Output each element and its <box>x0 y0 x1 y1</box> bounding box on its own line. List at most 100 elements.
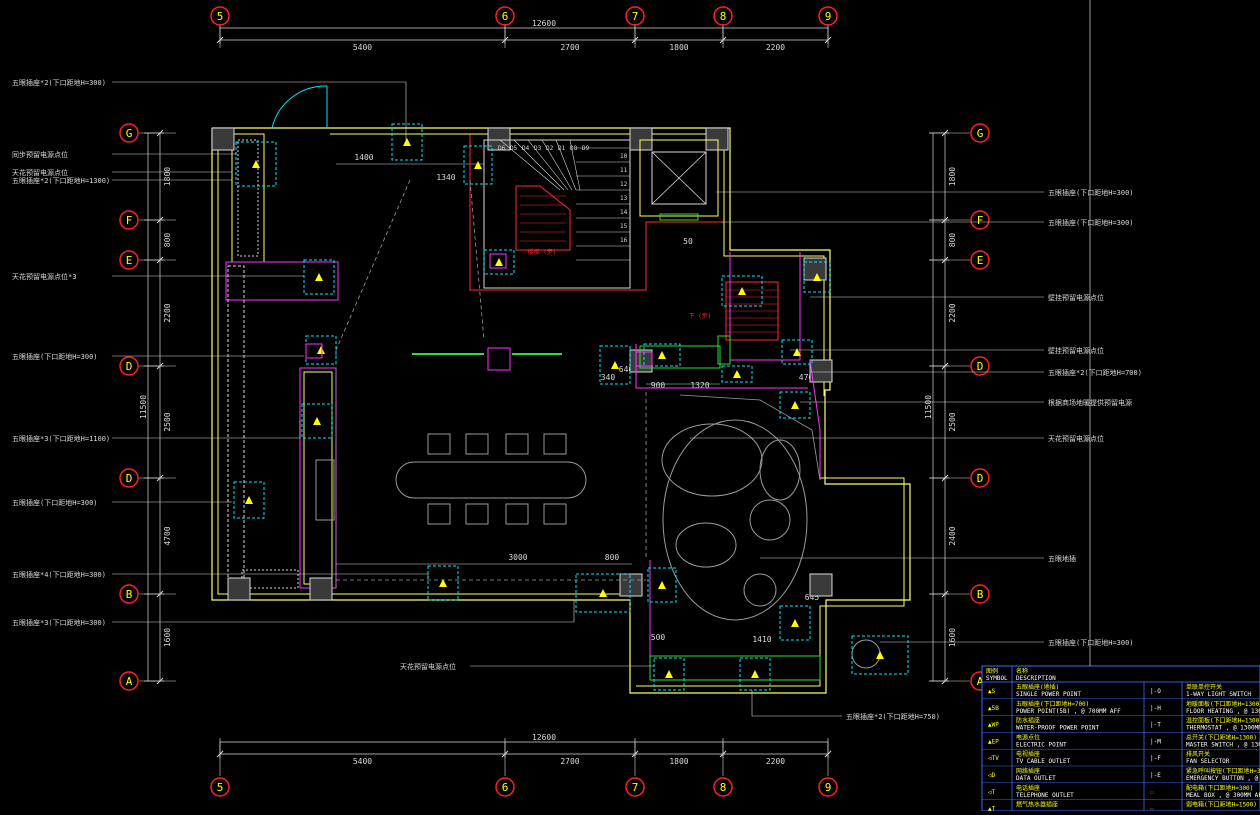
grid-bubble-row-E-right-2 <box>970 250 990 270</box>
grid-bubble-col-7-bottom <box>625 777 645 797</box>
stair-step-number: 16 <box>620 237 628 244</box>
stair-down-label: 下 (步) <box>689 312 712 320</box>
structural-column-3 <box>629 127 653 151</box>
annotation-right: 五眼插座(下口距地H=300) <box>1048 188 1134 197</box>
outlet-group-16 <box>653 657 685 691</box>
grid-bubble-row-F-right-1-label: F <box>977 214 984 227</box>
grid-bubble-row-F-right-1 <box>970 210 990 230</box>
power-outlet-icon <box>315 273 323 281</box>
outlet-group-12 <box>643 343 681 367</box>
grid-bubble-col-9-top <box>818 6 838 26</box>
legend-symbol: |-H <box>1150 705 1161 712</box>
dim-bottom-seg-text: 2200 <box>766 757 785 766</box>
outlet-group-15 <box>779 391 811 419</box>
dim-top-seg-text: 5400 <box>353 43 372 52</box>
dim-top-seg-text: 1800 <box>669 43 688 52</box>
grid-bubble-row-E-left-2-label: E <box>126 254 133 267</box>
grid-bubble-row-D-right-3-label: D <box>977 360 984 373</box>
grid-bubble-col-9-bottom <box>818 777 838 797</box>
interior-dim: 640 <box>619 365 634 374</box>
grid-bubble-row-D-right-4 <box>970 468 990 488</box>
annotation-right: 五眼地插 <box>1048 554 1076 563</box>
outlet-group-8 <box>575 573 631 613</box>
stair-step-number: D8 <box>570 145 578 152</box>
outlet-group-1 <box>391 123 423 161</box>
power-outlet-icon <box>599 589 607 597</box>
outlet-group-21 <box>483 249 515 275</box>
grid-bubble-col-7-top-label: 7 <box>632 10 639 23</box>
legend-name-en: FAN SELECTOR <box>1186 758 1230 765</box>
stair-winder <box>499 139 561 191</box>
legend-name-cn: 温控面板(下口距地H=1300) <box>1186 717 1260 725</box>
lounge-chair-2 <box>759 439 801 501</box>
outlet-group-10 <box>779 605 811 641</box>
annotation-right: 五眼插座*2(下口距地H=700) <box>1048 368 1142 377</box>
structural-column-4 <box>803 257 827 281</box>
grid-bubble-row-G-left-0-label: G <box>126 127 133 140</box>
legend-name-cn: 配电箱(下口距地H=300) <box>1186 784 1253 792</box>
legend-name-cn: 电源点位 <box>1016 733 1040 741</box>
column-magenta <box>487 347 511 371</box>
grid-bubble-row-D-left-4 <box>119 468 139 488</box>
annotation-left: 天花预留电源点位*3 <box>12 272 76 281</box>
annotations: 五眼插座*2(下口距地H=300)同步预留电源点位天花预留电源点位五眼插座*2(… <box>12 78 1142 721</box>
grid-bubble-row-D-left-4-label: D <box>126 472 133 485</box>
stair-step-number: D6 <box>498 145 506 152</box>
electrical-symbols <box>233 123 909 691</box>
annotation-right: 五眼插座(下口距地H=300) <box>1048 218 1134 227</box>
dining-chair <box>465 433 489 455</box>
stair-winder <box>569 139 581 191</box>
power-outlet-icon <box>751 670 759 678</box>
grid-bubble-row-F-left-1 <box>119 210 139 230</box>
annotation-left: 五眼插座*4(下口距地H=300) <box>12 570 106 579</box>
outlet-group-20 <box>851 635 909 675</box>
structural-column-6 <box>809 359 833 383</box>
structural-column-8 <box>809 573 833 597</box>
outlet-group-9 <box>647 567 677 603</box>
legend-name-en: FLOOR HEATING , @ 1300MM AFF <box>1186 708 1260 715</box>
grid-bubble-col-6-top-label: 6 <box>502 10 509 23</box>
legend-symbol: ▭ <box>1150 806 1154 811</box>
outlet-group-3 <box>303 259 335 295</box>
grid-bubble-col-8-top-label: 8 <box>720 10 727 23</box>
grid-bubble-row-B-left-5 <box>119 584 139 604</box>
legend-symbol: |-E <box>1150 772 1161 779</box>
outlet-group-2 <box>463 145 493 185</box>
interior-dim: 800 <box>605 553 620 562</box>
guide-dashed <box>335 179 411 590</box>
interior-dim: 645 <box>805 593 820 602</box>
stair-winder <box>541 139 573 191</box>
grid-bubble-col-5-bottom <box>210 777 230 797</box>
power-outlet-icon <box>738 287 746 295</box>
legend-header-symbol-en: SYMBOL <box>986 675 1008 682</box>
legend-name-cn: 总开关(下口距地H=1300) <box>1186 733 1257 741</box>
power-outlet-icon <box>611 361 619 369</box>
side-table <box>749 499 791 541</box>
legend-name-en: DATA OUTLET <box>1016 775 1056 782</box>
structural-column-7 <box>619 573 643 597</box>
legend-name-en: WATER-PROOF POWER POINT <box>1016 725 1099 732</box>
dim-left-seg-text: 800 <box>163 233 172 248</box>
grid-bubble-row-B-left-5-label: B <box>126 588 133 601</box>
dining-chair <box>543 433 567 455</box>
outlet-group-17 <box>739 657 771 691</box>
structural-column-2 <box>705 127 729 151</box>
legend-name-en: TELEPHONE OUTLET <box>1016 792 1074 799</box>
counter-green-bottom <box>649 655 821 681</box>
interior-dim: 1400 <box>354 153 373 162</box>
legend-name-cn: 地暖面板(下口距地H=1300) <box>1186 700 1260 708</box>
interior-dim: 340 <box>601 373 616 382</box>
structural-column-1 <box>487 127 511 151</box>
dining-table <box>395 461 587 499</box>
grid-bubble-col-8-bottom <box>713 777 733 797</box>
elevator-icon <box>639 139 719 221</box>
dining-chair <box>427 503 451 525</box>
wall-inner <box>217 134 630 595</box>
grid-bubble-row-B-right-5-label: B <box>977 588 984 601</box>
grid-bubble-row-G-right-0 <box>970 123 990 143</box>
elevator-door <box>659 213 699 221</box>
stair-step-number: D3 <box>534 145 542 152</box>
legend-symbol: ▲WP <box>988 722 999 729</box>
legend-symbol: ◁T <box>988 789 996 796</box>
